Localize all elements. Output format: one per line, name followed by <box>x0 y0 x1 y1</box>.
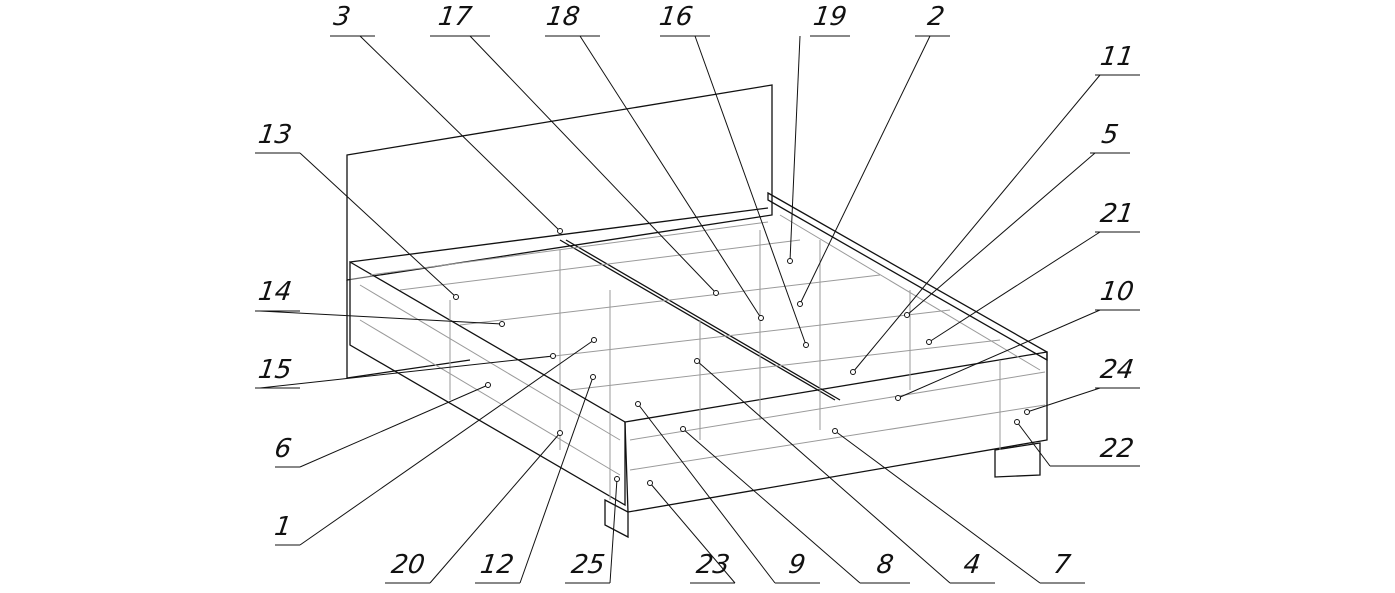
callout-leaders <box>255 35 1140 584</box>
callout-dot-8 <box>680 426 686 432</box>
callout-label-11: 11 <box>1098 42 1136 72</box>
callout-label-7: 7 <box>1051 550 1073 580</box>
callout-dot-21 <box>926 339 932 345</box>
callout-leader-4 <box>696 360 951 584</box>
callout-leader-24 <box>1026 387 1101 413</box>
right-side-rail <box>767 191 1048 362</box>
callout-leader-3 <box>359 35 561 232</box>
callout-leader-18 <box>579 35 762 319</box>
callout-label-25: 25 <box>569 550 607 580</box>
callout-dot-20 <box>557 430 563 436</box>
callout-dot-4 <box>694 358 700 364</box>
callout-dot-17 <box>713 290 719 296</box>
callout-leader-25 <box>609 478 618 584</box>
callout-leader-23 <box>649 482 736 584</box>
callout-label-10: 10 <box>1098 277 1136 307</box>
callout-label-16: 16 <box>657 2 695 32</box>
callout-label-19: 19 <box>811 2 849 32</box>
callout-leader-12 <box>519 376 594 584</box>
callout-dot-3 <box>557 228 563 234</box>
callout-dot-13 <box>453 294 459 300</box>
callout-leader-15 <box>259 355 554 389</box>
callout-dot-18 <box>758 315 764 321</box>
footboard <box>624 351 1048 513</box>
callout-dot-2 <box>797 301 803 307</box>
callout-dot-24 <box>1024 409 1030 415</box>
callout-dot-7 <box>832 428 838 434</box>
callout-dot-5 <box>904 312 910 318</box>
callout-dot-10 <box>895 395 901 401</box>
front-leg <box>604 498 629 539</box>
callout-label-21: 21 <box>1098 199 1136 229</box>
callout-dot-23 <box>647 480 653 486</box>
callout-dot-14 <box>499 321 505 327</box>
callout-label-15: 15 <box>256 355 294 385</box>
callout-leader-16 <box>694 35 807 346</box>
callout-leader-9 <box>637 403 776 584</box>
callout-leader-8 <box>682 428 861 584</box>
callout-label-12: 12 <box>478 550 516 580</box>
callout-dot-11 <box>850 369 856 375</box>
callout-leader-14 <box>259 310 503 325</box>
callout-label-24: 24 <box>1098 355 1136 385</box>
headboard <box>346 84 773 281</box>
rear-leg <box>994 442 1041 478</box>
callout-dot-6 <box>485 382 491 388</box>
callout-leader-6 <box>299 384 489 468</box>
hidden-structure <box>359 214 1046 500</box>
callout-dot-22 <box>1014 419 1020 425</box>
callout-dot-16 <box>803 342 809 348</box>
callout-label-20: 20 <box>389 550 427 580</box>
callout-leader-22 <box>1016 421 1051 467</box>
callout-label-23: 23 <box>694 550 732 580</box>
callout-leader-21 <box>928 231 1101 343</box>
callout-leader-7 <box>834 430 1041 584</box>
callout-leader-1 <box>299 339 595 546</box>
callout-label-13: 13 <box>256 120 294 150</box>
callout-label-22: 22 <box>1098 434 1136 464</box>
callout-dot-12 <box>590 374 596 380</box>
callout-leader-2 <box>799 35 931 305</box>
callout-leader-20 <box>429 432 561 584</box>
callout-leader-5 <box>906 152 1096 316</box>
callout-label-14: 14 <box>256 277 294 307</box>
callout-dot-19 <box>787 258 793 264</box>
callout-leader-17 <box>469 35 717 294</box>
callout-dot-25 <box>614 476 620 482</box>
callout-leader-19 <box>789 35 801 262</box>
callout-label-18: 18 <box>544 2 582 32</box>
callout-label-17: 17 <box>436 2 474 32</box>
callout-leader-11 <box>852 74 1101 373</box>
callout-dot-1 <box>591 337 597 343</box>
callout-leader-13 <box>299 152 457 298</box>
callout-dot-15 <box>550 353 556 359</box>
callout-dot-9 <box>635 401 641 407</box>
callout-leader-10 <box>897 309 1101 399</box>
